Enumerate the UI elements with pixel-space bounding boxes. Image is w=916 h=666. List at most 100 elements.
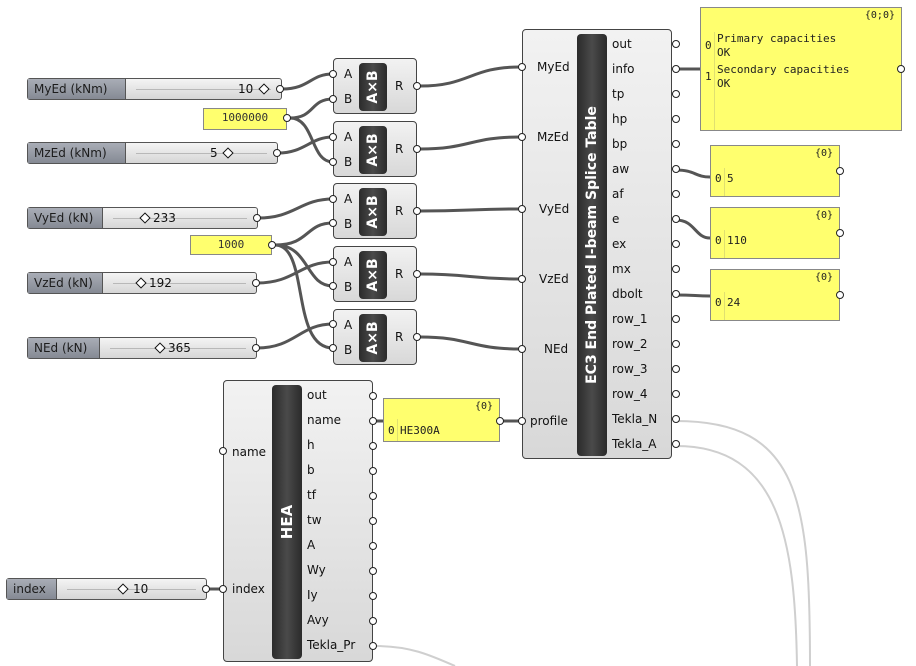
port-dot[interactable] bbox=[276, 85, 284, 93]
port-dot[interactable] bbox=[413, 270, 421, 278]
port-dot[interactable] bbox=[369, 592, 377, 600]
port-dot[interactable] bbox=[329, 258, 337, 266]
port-dot[interactable] bbox=[413, 207, 421, 215]
output-b: b bbox=[307, 463, 315, 477]
port-dot[interactable] bbox=[672, 265, 680, 273]
port-dot[interactable] bbox=[369, 517, 377, 525]
slider-knob[interactable] bbox=[139, 212, 151, 224]
slider-knob[interactable] bbox=[117, 583, 129, 595]
myed-slider[interactable]: MyEd (kNm) 10 bbox=[27, 78, 282, 100]
port-dot[interactable] bbox=[672, 40, 680, 48]
port-dot[interactable] bbox=[369, 442, 377, 450]
port-dot[interactable] bbox=[253, 214, 261, 222]
port-dot[interactable] bbox=[672, 440, 680, 448]
port-dot[interactable] bbox=[369, 617, 377, 625]
port-dot[interactable] bbox=[369, 417, 377, 425]
port-dot[interactable] bbox=[252, 279, 260, 287]
multiply-component[interactable]: A B A×B R bbox=[333, 121, 417, 177]
port-dot[interactable] bbox=[836, 167, 844, 175]
port-dot[interactable] bbox=[369, 542, 377, 550]
port-dot[interactable] bbox=[897, 65, 905, 73]
port-dot[interactable] bbox=[369, 567, 377, 575]
port-dot[interactable] bbox=[413, 145, 421, 153]
port-dot[interactable] bbox=[518, 205, 526, 213]
multiply-component[interactable]: A B A×B R bbox=[333, 309, 417, 365]
port-dot[interactable] bbox=[202, 585, 210, 593]
slider-knob[interactable] bbox=[135, 277, 147, 289]
port-dot[interactable] bbox=[672, 165, 680, 173]
e-panel[interactable]: {0} 0 110 bbox=[710, 207, 840, 259]
port-dot[interactable] bbox=[329, 344, 337, 352]
port-dot[interactable] bbox=[252, 344, 260, 352]
info-panel[interactable]: {0;0} 0 Primary capacities OK 1 Secondar… bbox=[700, 7, 902, 131]
slider-track[interactable]: 5 bbox=[126, 143, 277, 163]
port-dot[interactable] bbox=[283, 114, 291, 122]
port-dot[interactable] bbox=[369, 467, 377, 475]
port-dot[interactable] bbox=[329, 133, 337, 141]
port-dot[interactable] bbox=[329, 320, 337, 328]
port-dot[interactable] bbox=[672, 365, 680, 373]
port-dot[interactable] bbox=[836, 291, 844, 299]
slider-track[interactable]: 10 bbox=[57, 579, 206, 599]
port-dot[interactable] bbox=[672, 65, 680, 73]
slider-knob[interactable] bbox=[154, 342, 166, 354]
port-dot[interactable] bbox=[672, 415, 680, 423]
port-dot[interactable] bbox=[369, 642, 377, 650]
splice-table-component[interactable]: MyEd MzEd VyEd VzEd NEd profile EC3 End … bbox=[522, 29, 672, 459]
ned-slider[interactable]: NEd (kN) 365 bbox=[27, 337, 257, 359]
port-dot[interactable] bbox=[496, 417, 504, 425]
port-dot[interactable] bbox=[329, 70, 337, 78]
multiply-component[interactable]: A B A×B R bbox=[333, 246, 417, 302]
number-panel-thousand[interactable]: 1000 bbox=[190, 235, 272, 255]
port-dot[interactable] bbox=[672, 390, 680, 398]
slider-knob[interactable] bbox=[222, 147, 234, 159]
port-dot[interactable] bbox=[369, 392, 377, 400]
port-dot[interactable] bbox=[518, 275, 526, 283]
port-dot[interactable] bbox=[518, 345, 526, 353]
multiply-component[interactable]: A B A×B R bbox=[333, 183, 417, 239]
input-profile: profile bbox=[530, 414, 568, 428]
number-panel-million[interactable]: 1000000 bbox=[203, 108, 287, 130]
port-dot[interactable] bbox=[672, 315, 680, 323]
port-dot[interactable] bbox=[518, 133, 526, 141]
port-dot[interactable] bbox=[413, 82, 421, 90]
port-dot[interactable] bbox=[672, 115, 680, 123]
vyed-slider[interactable]: VyEd (kN) 233 bbox=[27, 207, 258, 229]
port-dot[interactable] bbox=[219, 585, 227, 593]
index-slider[interactable]: index 10 bbox=[6, 578, 207, 600]
port-dot[interactable] bbox=[836, 229, 844, 237]
dbolt-panel[interactable]: {0} 0 24 bbox=[710, 269, 840, 321]
port-dot[interactable] bbox=[672, 140, 680, 148]
slider-track[interactable]: 233 bbox=[103, 208, 257, 228]
port-dot[interactable] bbox=[518, 63, 526, 71]
vzed-slider[interactable]: VzEd (kN) 192 bbox=[27, 272, 257, 294]
slider-label: index bbox=[7, 579, 57, 599]
port-dot[interactable] bbox=[672, 90, 680, 98]
port-dot[interactable] bbox=[369, 492, 377, 500]
port-dot[interactable] bbox=[329, 195, 337, 203]
port-dot[interactable] bbox=[518, 417, 526, 425]
slider-track[interactable]: 192 bbox=[103, 273, 256, 293]
port-dot[interactable] bbox=[329, 219, 337, 227]
port-dot[interactable] bbox=[672, 215, 680, 223]
profile-panel[interactable]: {0} 0 HE300A bbox=[383, 398, 500, 442]
hea-component[interactable]: name index HEA out name h b tf tw A Wy I… bbox=[223, 380, 373, 662]
multiply-component[interactable]: A B A×B R bbox=[333, 58, 417, 114]
port-dot[interactable] bbox=[329, 282, 337, 290]
port-dot[interactable] bbox=[268, 241, 276, 249]
port-dot[interactable] bbox=[329, 95, 337, 103]
slider-track[interactable]: 10 bbox=[126, 79, 281, 99]
port-dot[interactable] bbox=[329, 158, 337, 166]
aw-panel[interactable]: {0} 0 5 bbox=[710, 145, 840, 197]
slider-track[interactable]: 365 bbox=[100, 338, 256, 358]
input-b: B bbox=[344, 92, 353, 106]
port-dot[interactable] bbox=[273, 149, 281, 157]
mzed-slider[interactable]: MzEd (kNm) 5 bbox=[27, 142, 278, 164]
port-dot[interactable] bbox=[672, 290, 680, 298]
port-dot[interactable] bbox=[413, 333, 421, 341]
slider-knob[interactable] bbox=[258, 83, 270, 95]
port-dot[interactable] bbox=[672, 240, 680, 248]
port-dot[interactable] bbox=[219, 447, 227, 455]
port-dot[interactable] bbox=[672, 340, 680, 348]
port-dot[interactable] bbox=[672, 190, 680, 198]
